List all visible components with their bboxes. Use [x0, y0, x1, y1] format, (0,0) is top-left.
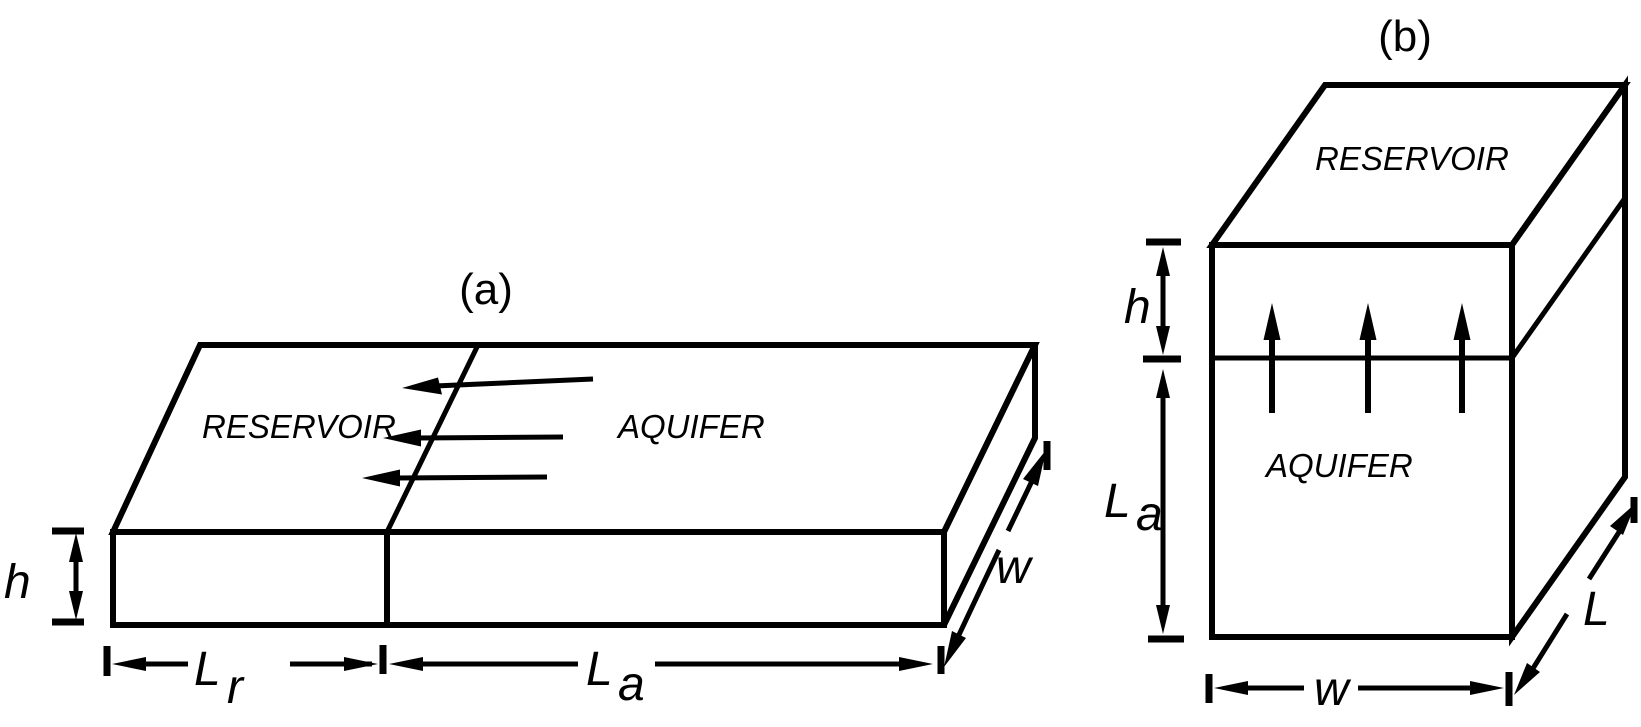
dim-la-label: L — [1104, 475, 1131, 528]
dim-lr-subscript: r — [227, 661, 245, 714]
water-influx-arrow — [1359, 303, 1377, 413]
slab-front-face — [110, 529, 947, 628]
arrow-down-left-icon — [944, 631, 966, 667]
reservoir-label-b: RESERVOIR — [1315, 140, 1509, 177]
panel-a-caption: (a) — [459, 265, 513, 314]
arrow-shaft — [434, 376, 594, 389]
arrow-up-right-icon — [1610, 503, 1636, 535]
arrow-left-icon — [1214, 681, 1248, 695]
arrow-down-icon — [1156, 326, 1170, 355]
dim-line — [954, 548, 1002, 641]
arrow-left-icon — [362, 469, 400, 487]
dim-la-b: L a — [1104, 369, 1184, 643]
dim-w-a: w — [944, 441, 1051, 667]
arrow-down-icon — [69, 591, 83, 620]
arrow-up-icon — [1359, 303, 1377, 340]
water-influx-arrow — [362, 469, 548, 487]
arrow-left-icon — [402, 377, 442, 395]
boundary-side-line — [1509, 196, 1628, 360]
arrow-down-icon — [1156, 605, 1170, 634]
dim-la-subscript: a — [618, 658, 645, 711]
influx-arrows-a — [362, 376, 594, 487]
dim-h-label: h — [4, 556, 31, 609]
dim-line — [1005, 479, 1035, 533]
water-influx-arrow — [1453, 303, 1471, 413]
arrow-up-icon — [1263, 303, 1281, 340]
dim-lr-label: L — [194, 643, 221, 696]
panel-b: (b) RESERVO — [1104, 12, 1638, 716]
dim-h-label: h — [1124, 281, 1151, 334]
panel-b-caption: (b) — [1378, 12, 1432, 61]
reservoir-label-a: RESERVOIR — [202, 408, 396, 445]
dim-la-label: L — [586, 643, 613, 696]
slab-box-b — [1206, 75, 1631, 647]
dim-w-label: w — [996, 541, 1034, 594]
arrow-up-right-icon — [1023, 450, 1046, 486]
aquifer-label-b: AQUIFER — [1264, 447, 1413, 484]
dim-line — [1529, 612, 1570, 672]
water-influx-arrow — [402, 376, 594, 395]
dim-l-label: L — [1583, 583, 1610, 636]
water-influx-arrow — [1263, 303, 1281, 413]
dim-l-b: L — [1514, 497, 1638, 695]
dim-la-subscript: a — [1136, 488, 1163, 541]
water-influx-arrow — [383, 429, 564, 447]
panel-a: (a) RESERVO — [4, 265, 1051, 714]
arrow-right-icon — [899, 657, 933, 671]
influx-arrows-b — [1263, 303, 1471, 413]
slab-box-a — [108, 342, 1040, 628]
arrow-up-icon — [69, 533, 83, 562]
arrow-right-icon — [344, 657, 378, 671]
aquifer-label-a: AQUIFER — [616, 408, 765, 445]
arrow-left-icon — [383, 429, 421, 447]
arrow-left-icon — [112, 657, 146, 671]
arrow-shaft — [395, 474, 548, 481]
arrow-left-icon — [389, 657, 423, 671]
dim-h-b: h — [1124, 238, 1181, 363]
arrow-right-icon — [1470, 681, 1504, 695]
dim-line — [1586, 527, 1624, 581]
dim-la-a: L a — [389, 643, 945, 711]
arrow-up-icon — [1453, 303, 1471, 340]
dim-w-label: w — [1314, 663, 1352, 716]
box-front-face — [1209, 242, 1515, 640]
dim-w-b: w — [1205, 663, 1513, 716]
arrow-shaft — [416, 434, 564, 441]
dim-h-a: h — [4, 527, 84, 626]
arrow-down-left-icon — [1514, 663, 1540, 695]
dim-lr-a: L r — [103, 643, 387, 714]
